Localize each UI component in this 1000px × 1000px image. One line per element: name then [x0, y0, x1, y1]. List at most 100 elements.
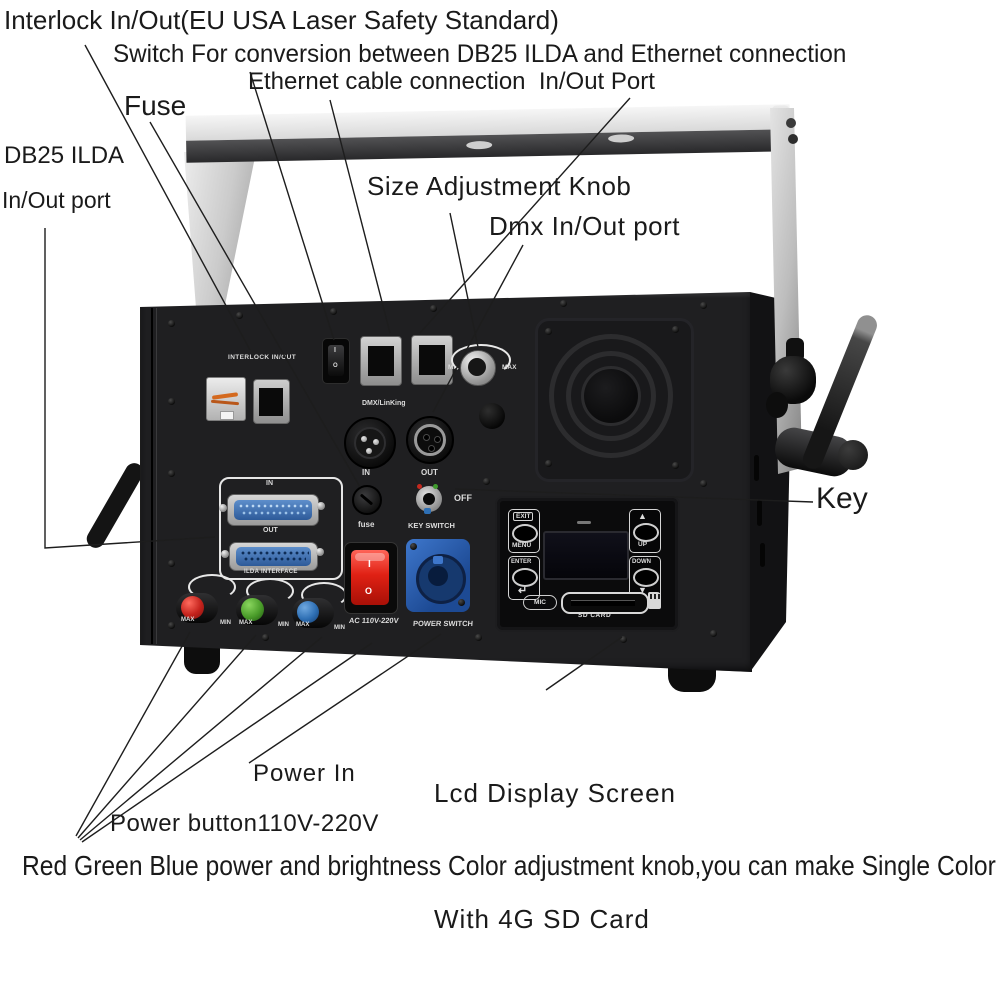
panel-screw [700, 302, 707, 309]
dmx-in-xlr [344, 417, 396, 469]
exit-button [512, 524, 538, 543]
db25-thumbscrew [317, 502, 325, 510]
down-arrow-icon: ▼ [638, 585, 647, 595]
xlr-pin [366, 448, 372, 454]
ilda-in-label: IN [266, 480, 273, 487]
panel-screw [475, 634, 482, 641]
interlock-wire [211, 392, 239, 400]
callout-line-green-knob [77, 634, 257, 839]
bracket-hinge-screw [786, 118, 796, 128]
sd-slit [571, 600, 635, 606]
annotation-fuse: Fuse [124, 90, 187, 121]
rocker-off-mark: O [365, 586, 373, 596]
annotation-lcd-line2: With 4G SD Card [434, 904, 650, 934]
mic-opening: MIC [523, 595, 557, 610]
fan-hub [584, 369, 638, 423]
panel-screw [620, 636, 627, 643]
rocker-on-mark: I [368, 559, 371, 570]
powercon-screw [410, 543, 417, 550]
lcd-screen [543, 521, 629, 580]
down-label: DOWN [632, 559, 651, 565]
exit-label: EXIT [513, 512, 534, 521]
red-knob-arc [188, 574, 236, 600]
interlock-panel-label: INTERLOCK IN/OUT [228, 354, 297, 361]
annotation-lcd-block: Lcd Display Screen With 4G SD Card 1800 … [434, 688, 909, 1000]
xlr-hole [423, 434, 430, 441]
green-knob-arc [246, 578, 294, 604]
fuse-panel-label: fuse [358, 520, 375, 529]
power-rocker-switch: I O [351, 550, 389, 605]
bracket-hinge-screw [788, 134, 798, 144]
panel-screw [700, 480, 707, 487]
annotation-power-button: Power button110V-220V [110, 810, 379, 837]
enter-label: ENTER [511, 559, 532, 565]
side-vent-slot [757, 500, 762, 526]
annotation-ethernet-port: Ethernet cable connection In/Out Port [248, 68, 655, 95]
annotation-rgb-note: Red Green Blue power and brightness Colo… [22, 850, 996, 881]
panel-screw [560, 300, 567, 307]
annotation-dmx-port: Dmx In/Out port [489, 211, 680, 241]
fan-screw [672, 462, 679, 469]
size-knob-center [468, 358, 486, 376]
rocker-gloss [355, 553, 385, 561]
db25-thumbscrew [219, 504, 227, 512]
green-knob-max: MAX [239, 620, 253, 626]
ethernet-port-out [411, 335, 453, 385]
panel-screw [483, 478, 490, 485]
interlock-wire [210, 399, 240, 406]
blue-knob-max: MAX [296, 622, 310, 628]
powercon-inlet [406, 539, 470, 612]
power-switch-label: POWER SWITCH [412, 619, 474, 628]
up-cluster: ▲ UP [629, 509, 661, 553]
sd-card-slot [561, 592, 649, 614]
up-button [633, 523, 659, 542]
rubber-foot [184, 644, 220, 674]
interlock-plug-latch [220, 411, 234, 420]
panel-screw [710, 630, 717, 637]
fan-ring [581, 366, 641, 426]
toggle-on-mark: I [334, 347, 336, 354]
ilda-db25-in [227, 494, 319, 526]
annotation-db25-ilda: DB25 ILDA [4, 142, 125, 169]
up-label: UP [638, 541, 648, 548]
fan-ring [566, 351, 656, 441]
panel-screw [168, 398, 175, 405]
annotation-lcd-line1: Lcd Display Screen [434, 778, 676, 808]
enter-button [512, 568, 538, 587]
xlr-hole [434, 436, 441, 443]
panel-left-groove [156, 308, 157, 644]
exit-menu-cluster: EXIT MENU [508, 509, 540, 553]
db25-hole-row [240, 550, 309, 556]
rj45-opening [259, 388, 283, 416]
green-brightness-knob [241, 598, 264, 621]
ilda-db25-out [229, 542, 318, 571]
side-vent-slot [760, 543, 765, 567]
panel-screw [168, 320, 175, 327]
blue-brightness-knob [297, 601, 319, 623]
powercon-screw [458, 599, 465, 606]
bracket-top-bar [185, 104, 791, 163]
round-bumper-knob [479, 403, 505, 429]
panel-left-groove [151, 308, 153, 644]
panel-screw [430, 305, 437, 312]
keyhole [423, 493, 435, 505]
enter-cluster: ENTER ↵ [508, 556, 540, 600]
powercon-tab [433, 556, 443, 564]
panel-screw [262, 634, 269, 641]
panel-screw [168, 560, 175, 567]
xlr-inner [354, 427, 386, 459]
db25-hole-row [243, 556, 306, 562]
powercon-socket-center [428, 566, 448, 586]
panel-screw [330, 308, 337, 315]
db25-thumbscrew [316, 548, 324, 556]
key-switch [416, 484, 442, 514]
xlr-pin [361, 436, 367, 442]
ac-voltage-label: AC 110V-220V [348, 616, 400, 625]
red-knob-max: MAX [181, 617, 195, 623]
fan-screw [672, 326, 679, 333]
sd-card-icon [648, 592, 661, 609]
ilda-interface-label: ILDA INTERFACE [244, 569, 298, 575]
panel-screw [168, 470, 175, 477]
fuse-holder [352, 485, 382, 515]
